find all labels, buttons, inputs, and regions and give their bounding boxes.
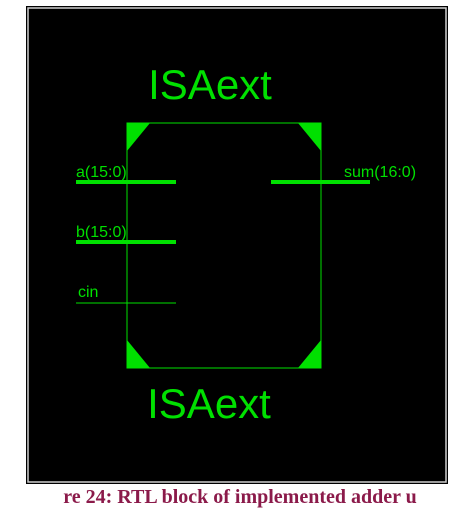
- corner-marker-top-right: [298, 123, 321, 151]
- module-block: [126, 122, 322, 369]
- module-name-top: ISAext: [148, 61, 272, 108]
- module-name-bottom: ISAext: [147, 380, 271, 427]
- port-label-b: b(15:0): [76, 224, 127, 241]
- corner-marker-top-left: [127, 123, 150, 151]
- port-label-sum: sum(16:0): [344, 164, 416, 181]
- corner-marker-bottom-right: [298, 340, 321, 368]
- rtl-schematic-panel: ISAext ISAext a(15:0) b(15:0) cin sum(16…: [26, 6, 448, 484]
- rtl-schematic: ISAext ISAext a(15:0) b(15:0) cin sum(16…: [27, 7, 447, 483]
- corner-marker-bottom-left: [127, 340, 150, 368]
- port-label-cin: cin: [78, 284, 98, 301]
- figure-caption: re 24: RTL block of implemented adder u: [63, 486, 417, 508]
- schematic-frame: [27, 7, 447, 483]
- port-label-a: a(15:0): [76, 164, 127, 181]
